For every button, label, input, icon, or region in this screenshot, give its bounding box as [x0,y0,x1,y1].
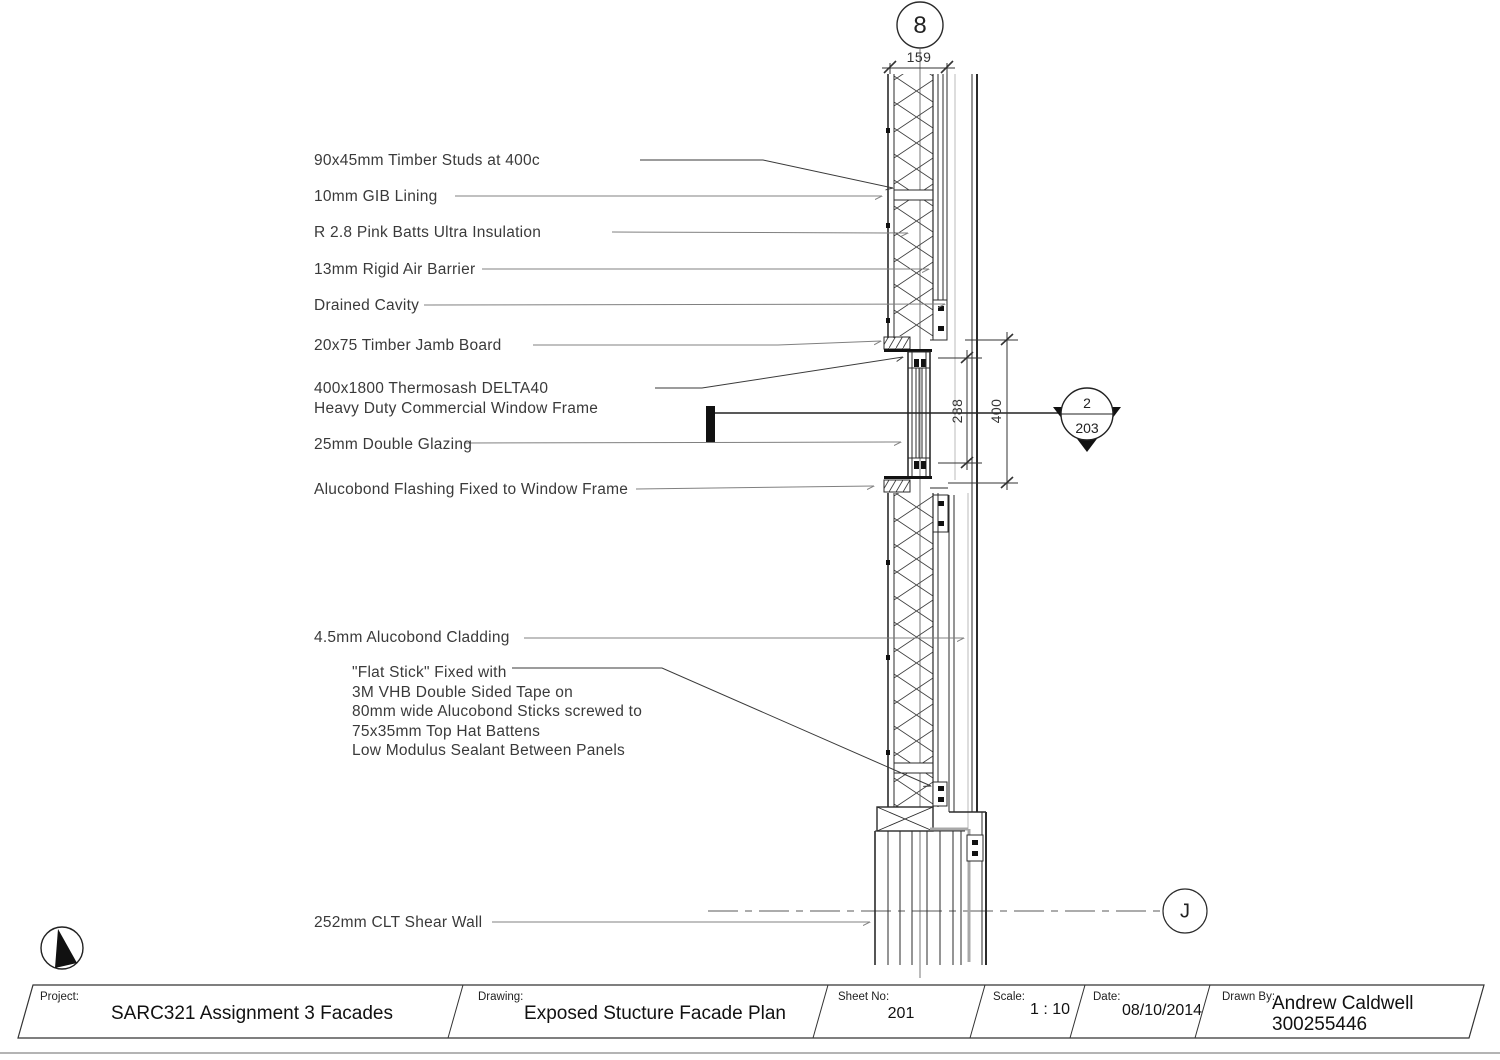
label-flashing: Alucobond Flashing Fixed to Window Frame [314,481,629,498]
titleblock-date-value: 08/10/2014 [1121,1002,1203,1019]
label-insulation: R 2.8 Pink Batts Ultra Insulation [314,224,542,241]
titleblock-drawing-label: Drawing: [478,991,524,1003]
grid-bubble-top-circle [896,1,944,49]
label-gib-lining: 10mm GIB Lining [314,188,438,205]
lower-wall [876,493,969,832]
titleblock-sheetno-value: 201 [887,1005,915,1022]
cladding-step [930,811,987,965]
upper-wall [886,74,978,812]
titleblock-drawing-value: Exposed Stucture Facade Plan [524,1003,786,1024]
titleblock-drawnby-value: Andrew Caldwell 300255446 [1272,993,1414,1035]
leader-lines [423,159,964,922]
label-timber-studs: 90x45mm Timber Studs at 400c [314,152,540,169]
titleblock-drawnby-label: Drawn By: [1222,991,1276,1003]
dimension-288-400 [938,332,1018,490]
dimension-159 [882,60,955,74]
dim-window-outer: 400 [988,398,1004,424]
detail-marker [1053,387,1121,452]
window-frame [907,352,931,476]
grid-bubble-top-label: 8 [913,12,927,39]
clt-shear-wall [874,830,965,965]
detail-marker-sheet: 203 [1075,420,1099,436]
titleblock-project-label: Project: [40,991,79,1003]
titleblock-scale-label: Scale: [993,991,1025,1003]
label-jamb-board: 20x75 Timber Jamb Board [314,337,502,354]
north-arrow-icon [40,926,84,970]
dim-window-inner: 288 [949,398,965,424]
label-air-barrier: 13mm Rigid Air Barrier [314,261,476,278]
title-block-frame [0,984,1500,1054]
titleblock-scale-value: 1 : 10 [1029,1001,1071,1018]
detail-cut-line [706,406,1061,443]
dim-wall-width: 159 [906,49,932,65]
label-window-frame: 400x1800 Thermosash DELTA40 Heavy Duty C… [314,380,599,417]
label-cladding: 4.5mm Alucobond Cladding [314,629,510,646]
window-head [883,299,948,369]
label-drained-cavity: Drained Cavity [314,297,420,314]
titleblock-sheetno-label: Sheet No: [838,991,890,1003]
detail-marker-number: 2 [1083,395,1091,411]
titleblock-date-label: Date: [1093,991,1121,1003]
grid-bubble-right-label: J [1180,900,1190,923]
label-double-glazing: 25mm Double Glazing [314,436,473,453]
grid-bubble-right-circle [1162,888,1208,934]
titleblock-project-value: SARC321 Assignment 3 Facades [111,1003,393,1024]
label-clt-wall: 252mm CLT Shear Wall [314,914,483,931]
label-flat-stick: "Flat Stick" Fixed with 3M VHB Double Si… [352,664,643,760]
window-sill [883,476,949,533]
